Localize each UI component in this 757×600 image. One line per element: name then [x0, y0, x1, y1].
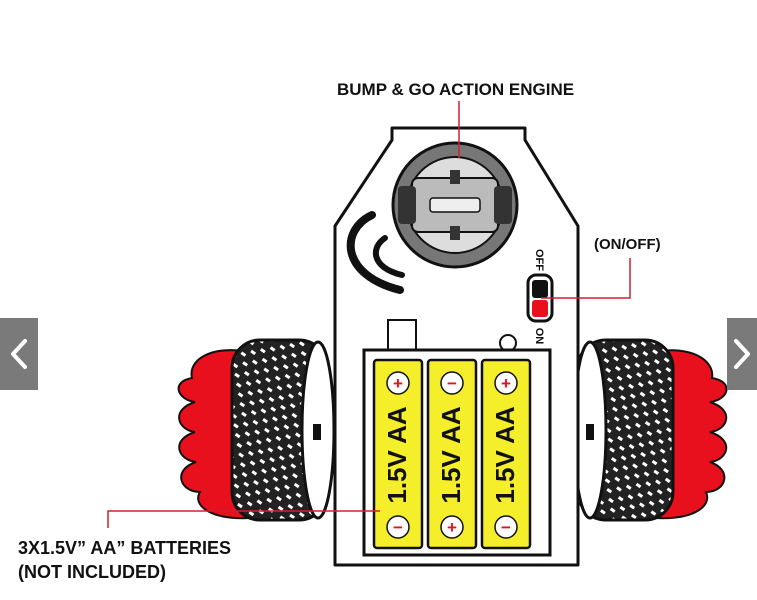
- battery-3-label: 1.5V AA: [490, 406, 520, 504]
- left-wheel: [177, 338, 336, 522]
- battery-2-bottom-sign: +: [447, 518, 457, 537]
- callout-lines: [107, 101, 631, 528]
- chevron-right-icon: [734, 339, 750, 369]
- switch-callout-label: (ON/OFF): [594, 236, 661, 253]
- battery-2-top-sign: −: [447, 374, 457, 393]
- next-image-button[interactable]: [727, 318, 757, 390]
- battery-3-top-sign: +: [501, 374, 511, 393]
- battery-cell-1: + − 1.5V AA: [372, 358, 424, 550]
- battery-1-bottom-sign: −: [393, 518, 403, 537]
- engine-callout-label: BUMP & GO ACTION ENGINE: [337, 80, 575, 99]
- battery-3-bottom-sign: −: [501, 518, 511, 537]
- battery-1-top-sign: +: [393, 374, 403, 393]
- right-wheel: [572, 338, 728, 522]
- battery-cell-3: + − 1.5V AA: [480, 358, 532, 550]
- switch-off-label: OFF: [533, 249, 545, 271]
- battery-callout-label: 3X1.5V” AA” BATTERIES (NOT INCLUDED): [18, 536, 231, 584]
- battery-callout-line2: (NOT INCLUDED): [18, 562, 166, 582]
- power-switch[interactable]: OFF ON: [526, 249, 554, 345]
- battery-cell-2: − + 1.5V AA: [426, 358, 478, 550]
- battery-1-label: 1.5V AA: [382, 406, 412, 504]
- switch-on-label: ON: [533, 328, 545, 345]
- battery-2-label: 1.5V AA: [436, 406, 466, 504]
- battery-callout-line1: 3X1.5V” AA” BATTERIES: [18, 538, 232, 558]
- sensor-arcs: [346, 211, 405, 294]
- action-engine: [391, 141, 519, 269]
- chevron-left-icon: [11, 339, 27, 369]
- previous-image-button[interactable]: [0, 318, 38, 390]
